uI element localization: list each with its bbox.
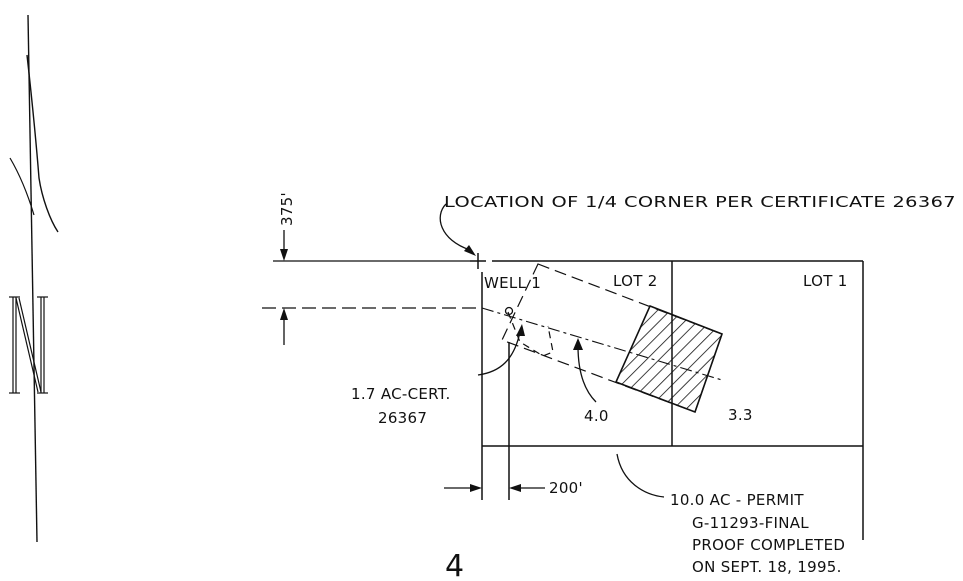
hatched-area bbox=[614, 304, 724, 414]
dimension-375-label: 375' bbox=[278, 192, 296, 226]
corner-note: LOCATION OF 1/4 CORNER PER CERTIFICATE 2… bbox=[444, 193, 956, 211]
well-label: WELL 1 bbox=[484, 274, 541, 292]
dimension-200-label: 200' bbox=[549, 479, 583, 497]
corner-note-leader-arrow bbox=[464, 245, 476, 256]
lot2-area-leader-arrow bbox=[573, 338, 583, 350]
permit-label-line1: 10.0 AC - PERMIT bbox=[670, 491, 804, 509]
corner-note-leader bbox=[439, 203, 471, 251]
north-arrow-barb-inner bbox=[9, 157, 35, 216]
permit-leader bbox=[616, 453, 665, 498]
north-arrow-shaft bbox=[27, 14, 38, 543]
cert-label-line2: 26367 bbox=[378, 409, 427, 427]
section-number: 4 bbox=[445, 549, 464, 581]
permit-label-line2: G-11293-FINAL bbox=[692, 514, 809, 532]
north-arrow: N bbox=[9, 14, 59, 543]
cert-label-line1: 1.7 AC-CERT. bbox=[351, 385, 451, 403]
lot2-area-leader bbox=[577, 345, 597, 403]
north-letter-n bbox=[9, 296, 48, 394]
lot1-label: LOT 1 bbox=[803, 272, 848, 290]
dimension-200: 200' bbox=[444, 479, 583, 497]
lot2-area-value: 4.0 bbox=[584, 407, 609, 425]
well-symbol bbox=[504, 306, 514, 316]
dimension-375: 375' bbox=[262, 192, 478, 345]
certificate-area-outline bbox=[507, 311, 554, 357]
permit-label-line4: ON SEPT. 18, 1995. bbox=[692, 558, 842, 576]
lot1-area-value: 3.3 bbox=[728, 406, 753, 424]
quarter-corner-marker bbox=[470, 253, 486, 269]
cert-leader-arrow bbox=[516, 324, 525, 336]
cert-leader bbox=[477, 331, 521, 376]
permit-label-line3: PROOF COMPLETED bbox=[692, 536, 845, 554]
north-arrow-barb bbox=[26, 54, 59, 233]
lot2-label: LOT 2 bbox=[613, 272, 658, 290]
